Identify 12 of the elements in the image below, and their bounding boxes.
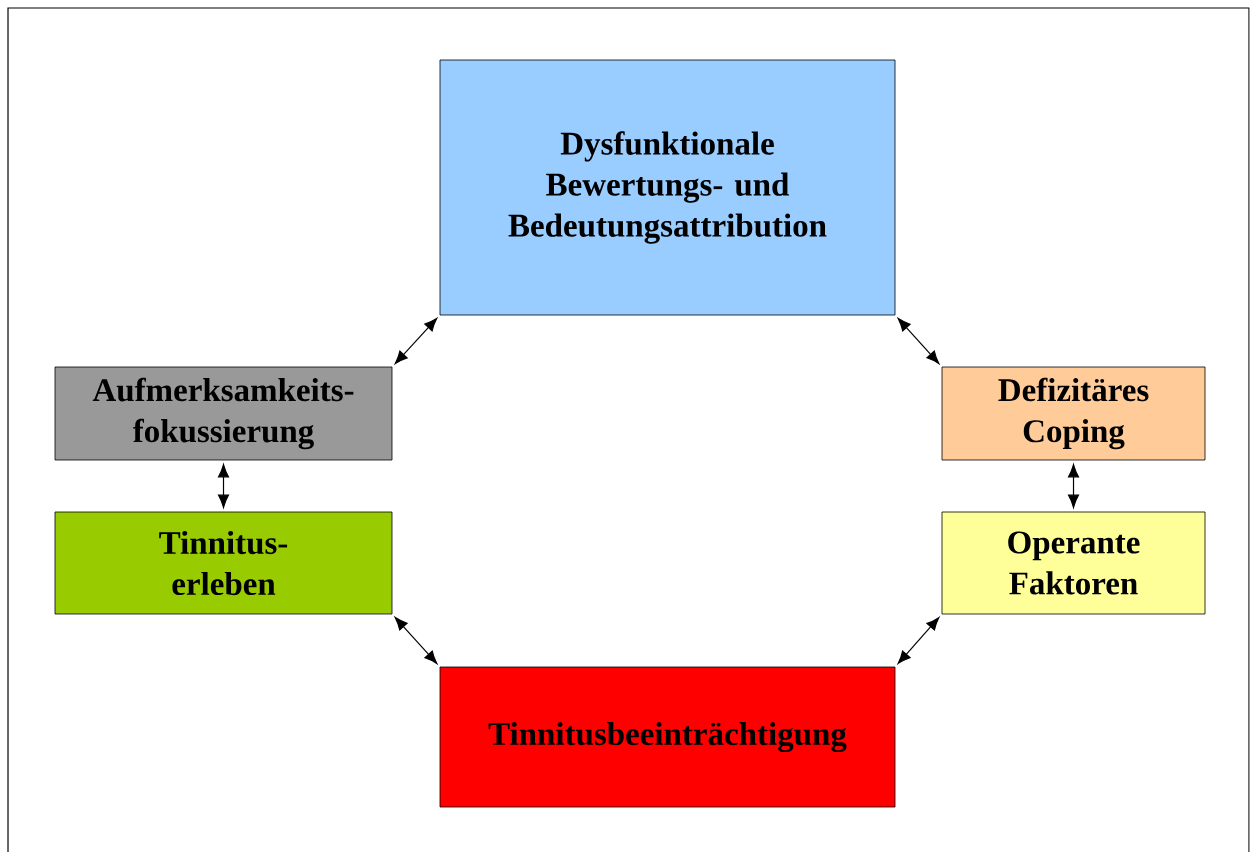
- process-box: Tinnitus- erleben: [54, 511, 393, 615]
- process-box: Tinnitusbeeinträchtigung: [439, 666, 896, 808]
- process-box: Dysfunktionale Bewertungs- und Bedeutungsattribution: [439, 59, 896, 316]
- arrow: [1068, 464, 1080, 508]
- arrow: [394, 318, 438, 365]
- arrow: [897, 318, 940, 364]
- arrow: [897, 617, 940, 664]
- arrow: [394, 617, 438, 664]
- process-box: Aufmerksamkeits- fokussierung: [54, 366, 393, 461]
- arrow: [218, 464, 229, 508]
- process-box: Defizitäres Coping: [941, 366, 1206, 461]
- process-box: Operante Faktoren: [941, 511, 1206, 615]
